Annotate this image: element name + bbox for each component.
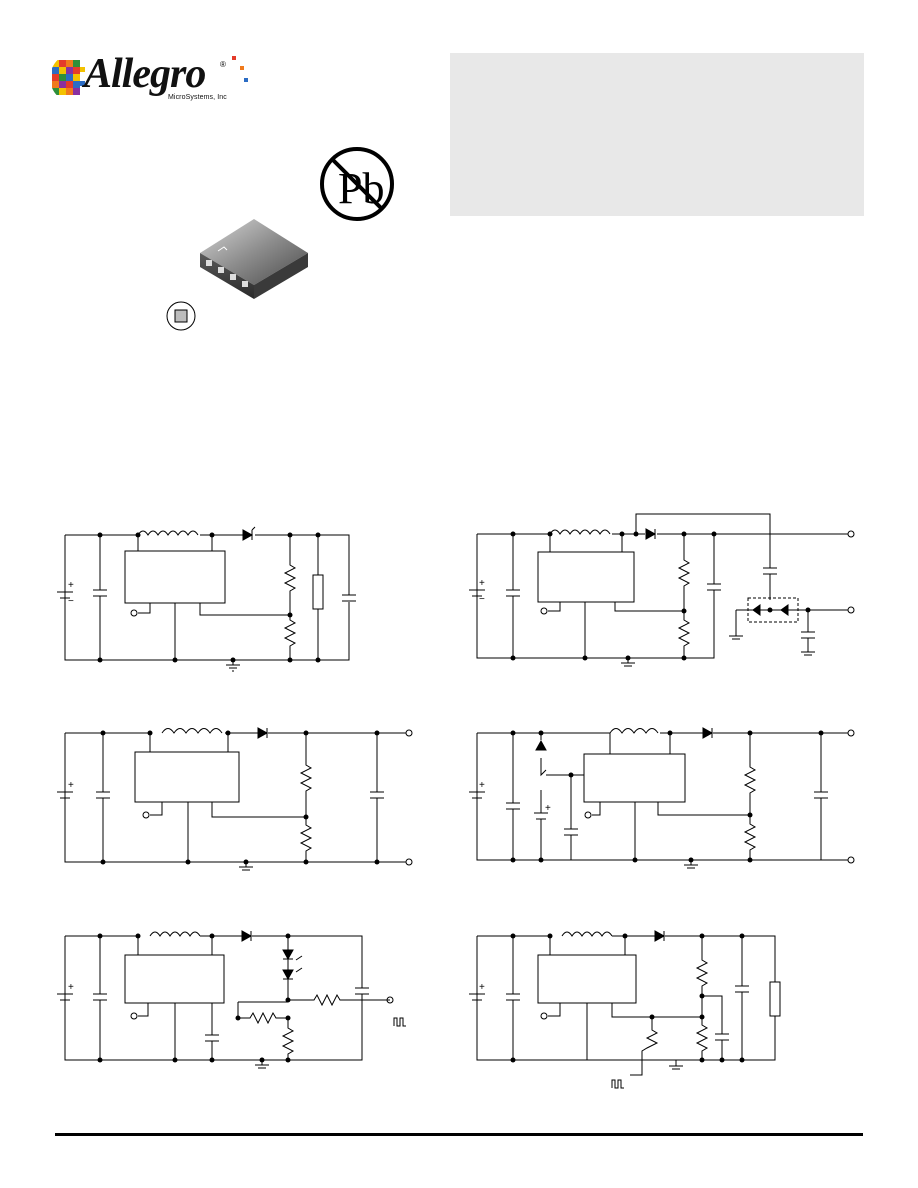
svg-text:+: + bbox=[68, 580, 74, 591]
schematic-circuit-1: + − bbox=[57, 526, 356, 672]
pb-free-icon: Pb bbox=[320, 147, 394, 221]
schematic-circuit-6: + bbox=[469, 930, 781, 1089]
schematic-circuit-4: + + bbox=[469, 727, 855, 869]
schematic-circuit-2: + − bbox=[469, 513, 855, 667]
ic-package-icon bbox=[200, 219, 308, 299]
logo-mosaic-icon bbox=[50, 52, 104, 104]
logo-wordmark: Allegro bbox=[84, 51, 206, 97]
pb-free-badge: Pb bbox=[318, 145, 396, 223]
package-marker bbox=[165, 300, 197, 332]
logo-registered-mark: ® bbox=[220, 60, 226, 69]
logo-subtitle: MicroSystems, Inc bbox=[168, 94, 227, 101]
package-marker-icon bbox=[166, 301, 196, 331]
schematic-circuit-3: + bbox=[57, 727, 413, 871]
schematic-circuit-5: + bbox=[57, 930, 406, 1069]
svg-text:+: + bbox=[479, 780, 485, 791]
svg-text:+: + bbox=[479, 578, 485, 589]
svg-text:−: − bbox=[479, 594, 485, 605]
ic-package-image bbox=[198, 213, 310, 301]
application-schematics: + − + − bbox=[57, 513, 855, 1089]
svg-text:+: + bbox=[68, 780, 74, 791]
title-panel bbox=[450, 53, 864, 216]
svg-text:−: − bbox=[68, 596, 74, 607]
svg-text:+: + bbox=[545, 803, 551, 814]
svg-text:+: + bbox=[68, 982, 74, 993]
logo-accent-squares-icon bbox=[232, 56, 248, 82]
allegro-logo: Allegro ® MicroSystems, Inc bbox=[50, 51, 250, 107]
svg-text:+: + bbox=[479, 982, 485, 993]
footer-rule bbox=[55, 1133, 863, 1136]
